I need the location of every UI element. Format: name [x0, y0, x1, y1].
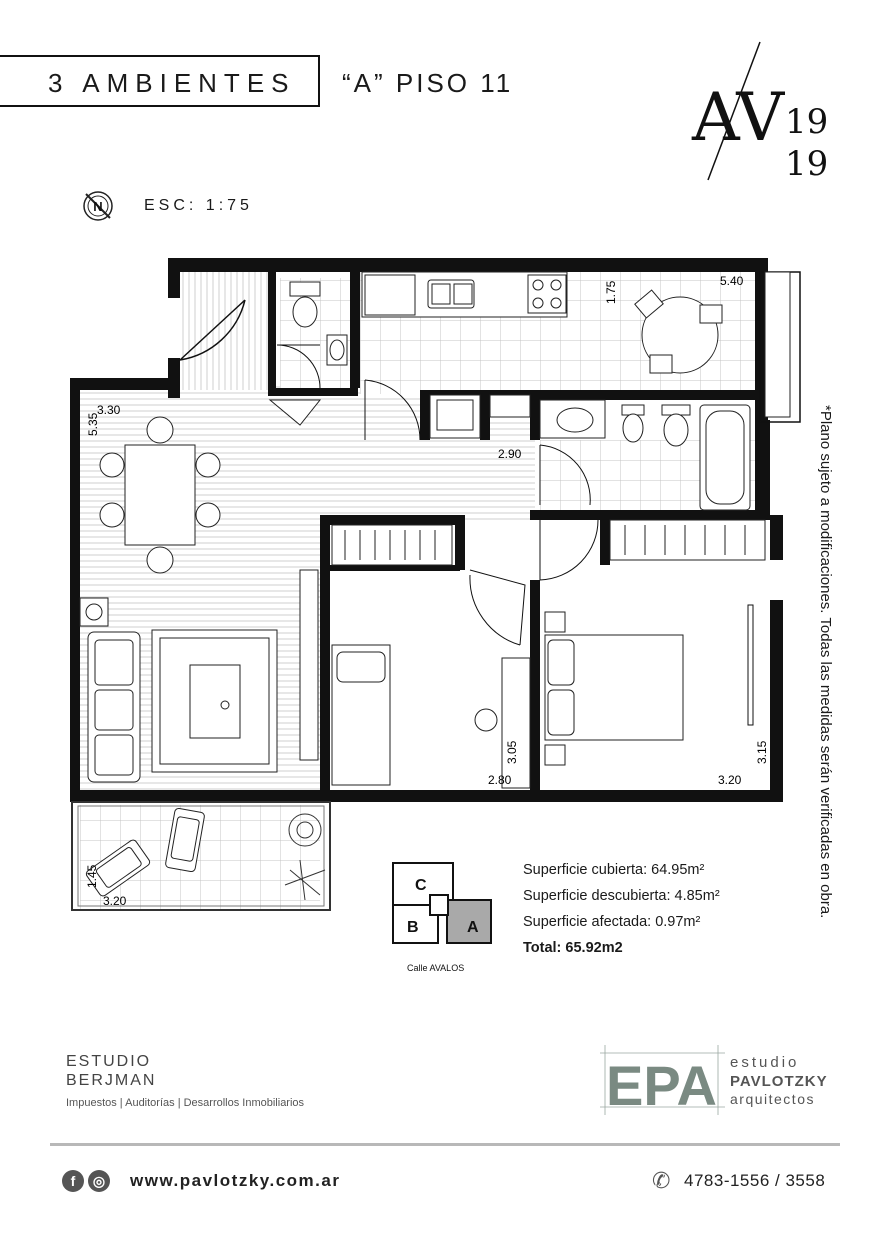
- rug-coffee-table: [151, 629, 278, 773]
- compass-icon: N: [83, 191, 113, 221]
- dim-kitchen-height: 1.75: [604, 280, 618, 304]
- dining-set: [99, 416, 221, 574]
- area-total: Total: 65.92m2: [523, 940, 623, 956]
- desk: [474, 657, 531, 789]
- area-uncovered: Superficie descubierta: 4.85m²: [523, 888, 720, 904]
- exterior-walls: [70, 258, 783, 802]
- epa-logo: EPA estudio PAVLOTZKY arquitectos: [600, 1045, 828, 1115]
- tv-cabinet: [299, 569, 319, 761]
- facebook-icon[interactable]: f: [62, 1170, 84, 1192]
- balcony: [71, 801, 331, 911]
- key-plan-c: C: [415, 877, 427, 894]
- dim-balcony-width: 3.20: [103, 894, 127, 908]
- estudio-line1: ESTUDIO: [66, 1053, 152, 1070]
- closets: [331, 271, 791, 566]
- dim-living-height: 5.35: [86, 412, 100, 436]
- dim-balcony-height: 1.45: [85, 864, 99, 888]
- instagram-icon[interactable]: ◎: [88, 1170, 110, 1192]
- dim-kitchen-width: 5.40: [720, 274, 744, 288]
- footer-divider: [50, 1143, 840, 1146]
- toilet-door: [276, 344, 321, 389]
- entrance-door: [179, 299, 246, 361]
- key-plan-a: A: [467, 919, 479, 936]
- phone-icon: ✆: [652, 1168, 671, 1193]
- bath-door: [539, 444, 591, 506]
- website-link[interactable]: www.pavlotzky.com.ar: [130, 1171, 341, 1190]
- dining-table-kitchen: [634, 289, 723, 374]
- toilet-fixtures: [268, 281, 348, 426]
- side-table: [79, 597, 109, 627]
- logo-number-bottom: 19: [785, 144, 828, 184]
- lounger-chair: [165, 807, 205, 873]
- dim-hall-width: 2.90: [498, 447, 522, 461]
- bedroom2-door: [469, 569, 526, 646]
- dim-bedroom1-height: 3.15: [755, 740, 769, 764]
- street-label: Calle AVALOS: [407, 963, 464, 973]
- plant: [284, 813, 326, 901]
- title-frame: [0, 55, 320, 107]
- floor-plan: 1.75 5.40 3.30 5.35 2.90 3.05 2.80 3.20 …: [70, 258, 801, 911]
- bathroom-fixtures: [539, 399, 751, 511]
- logo-letters: AV: [691, 79, 785, 156]
- windows: [99, 259, 801, 801]
- doors: [179, 299, 599, 646]
- dim-bedroom1-width: 3.20: [718, 773, 742, 787]
- unit-subtitle: “A” PISO 11: [342, 68, 514, 98]
- sofa: [87, 631, 141, 783]
- dim-bedroom2-width: 2.80: [488, 773, 512, 787]
- page-title: 3 AMBIENTES: [48, 68, 296, 98]
- estudio-berjman-logo: ESTUDIO BERJMAN: [66, 1052, 156, 1090]
- epa-letters: EPA: [606, 1054, 717, 1115]
- interior-walls: [268, 258, 770, 795]
- scale-label: ESC: 1:75: [144, 197, 253, 214]
- kitchen-door: [364, 379, 421, 441]
- av1919-logo: AV 19 19: [691, 41, 828, 184]
- phone-number[interactable]: 4783-1556 / 3558: [684, 1171, 826, 1190]
- area-affected: Superficie afectada: 0.97m²: [523, 914, 701, 930]
- epa-line2: PAVLOTZKY: [730, 1073, 828, 1090]
- bedroom1-door: [539, 519, 599, 581]
- epa-line1: estudio: [730, 1054, 799, 1071]
- kitchen-counter: [361, 271, 568, 439]
- double-bed: [544, 611, 684, 766]
- single-bed: [331, 644, 391, 786]
- compass-letter: N: [93, 199, 102, 214]
- logo-number-top: 19: [785, 102, 828, 142]
- key-plan-b: B: [407, 919, 419, 936]
- lounger-chair: [85, 839, 151, 897]
- key-plan: C B A Calle AVALOS: [392, 862, 492, 973]
- epa-line3: arquitectos: [730, 1091, 815, 1107]
- dim-bedroom2-height: 3.05: [505, 740, 519, 764]
- estudio-line2: BERJMAN: [66, 1072, 157, 1089]
- estudio-services: Impuestos | Auditorías | Desarrollos Inm…: [66, 1097, 305, 1109]
- dim-living-width: 3.30: [97, 403, 121, 417]
- area-covered: Superficie cubierta: 64.95m²: [523, 862, 705, 878]
